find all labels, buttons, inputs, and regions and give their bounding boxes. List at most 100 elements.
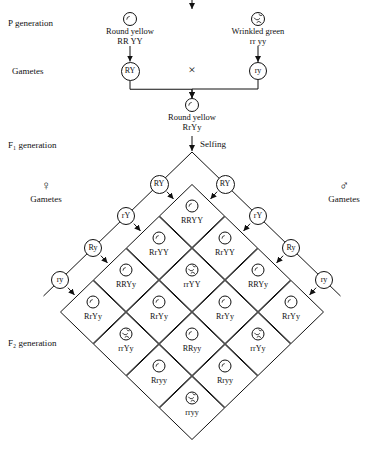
gamete-text: RY [220,179,231,189]
gamete-circle: rY [249,207,267,225]
pea-mark [222,300,225,303]
cell-diamond [193,281,258,344]
round-pea [153,296,165,308]
cross-arrow [130,81,192,99]
gamete-arrow [244,224,251,231]
gamete-arrow [277,256,284,263]
genotype-text: rrYY [159,280,225,290]
gamete-arrow [101,256,108,263]
offspring-cell: Rryy [126,344,192,408]
offspring-cell: RRYy [225,248,291,312]
pea-mark [254,14,262,23]
gamete-text: ry [321,275,328,285]
offspring-cell: rrYy [93,312,159,376]
pea-label: RR YY [117,36,142,46]
gamete-text: RY [125,66,136,76]
pea-mark [189,204,192,207]
pea-mark [156,236,159,239]
gamete-ring [52,272,69,289]
diagram-label: F₁ generation [8,140,56,151]
round-pea [285,296,297,308]
genotype-text: RRYY [159,216,225,226]
diagram-label: P generation [8,18,53,29]
round-pea [153,360,165,372]
cell-diamond [94,313,159,376]
wrinkled-pea [186,392,198,404]
round-pea [87,296,99,308]
cell-diamond [193,217,258,280]
gamete-circle: Ry [84,239,102,257]
gamete-text: Ry [88,243,97,253]
offspring-cell: rrYY [159,248,225,312]
pea-icon [121,12,139,26]
gamete-ring [250,63,267,80]
offspring-cell: Rryy [192,344,258,408]
pea-mark [90,300,93,303]
round-pea [219,296,231,308]
gamete-circle: RY [150,175,169,194]
wrinkled-pea [186,264,198,276]
offspring-cell: RRYY [159,184,225,248]
genotype-text: RrYy [60,312,126,322]
gamete-circle: ry [315,271,333,289]
gamete-text: rY [254,211,262,221]
round-pea [252,264,264,276]
offspring-cell: RRyy [159,312,225,376]
wrinkled-pea [252,328,264,340]
pea-plant: Round yellowRR YY [104,12,156,46]
genotype-text: Rryy [192,376,258,386]
offspring-cell: RrYY [126,216,192,280]
offspring-cell: rryy [159,376,225,440]
gamete-circle: RY [121,62,140,81]
wrinkled-pea [252,13,265,26]
offspring-cell: RrYy [258,280,324,344]
pea-mark [156,300,159,303]
incoming-arrow [192,0,193,9]
genotype-text: RrYy [192,312,258,322]
gamete-text: ry [57,275,64,285]
diagram-label: Gametes [12,66,44,77]
gamete-circle: ry [249,62,267,80]
pea-label: Round yellow [168,112,216,122]
offspring-cell: rrYy [225,312,291,376]
gamete-text: RY [154,179,165,189]
cross-arrow [130,46,131,62]
cross-arrow [192,80,258,98]
gamete-text: Ry [286,243,295,253]
cross-arrow [258,46,259,62]
diagram-label: × [188,62,195,77]
round-pea [186,200,198,212]
gamete-circle: Ry [282,239,300,257]
genotype-text: Rryy [126,376,192,386]
offspring-cell: RrYy [126,280,192,344]
pea-plant: Round yellowRrYy [166,98,218,132]
pea-mark [188,266,195,274]
round-pea [186,328,198,340]
diagram-label: Gametes [30,194,62,205]
round-pea [219,360,231,372]
gamete-ring [250,208,267,225]
cell-diamond [160,377,225,440]
wrinkled-pea [120,328,132,340]
gamete-arrow [211,192,218,199]
genotype-text: RRYy [225,280,291,290]
round-pea [186,99,199,112]
offspring-cell: RRYy [93,248,159,312]
pea-mark [156,364,159,367]
gamete-ring [316,272,333,289]
gamete-ring [283,240,300,257]
gamete-arrow [134,224,141,231]
cell-diamond [160,313,225,376]
pea-mark [188,394,195,402]
gamete-circle: ry [51,271,69,289]
cell-diamond [160,185,225,248]
gamete-circle: rY [117,207,135,225]
pea-mark [222,364,225,367]
pea-mark [222,236,225,239]
genotype-text: RRyy [159,344,225,354]
genotype-text: rrYy [93,344,159,354]
genotype-text: RrYY [126,248,192,258]
round-pea [120,264,132,276]
offspring-cell: RrYy [60,280,126,344]
cell-diamond [127,217,192,280]
